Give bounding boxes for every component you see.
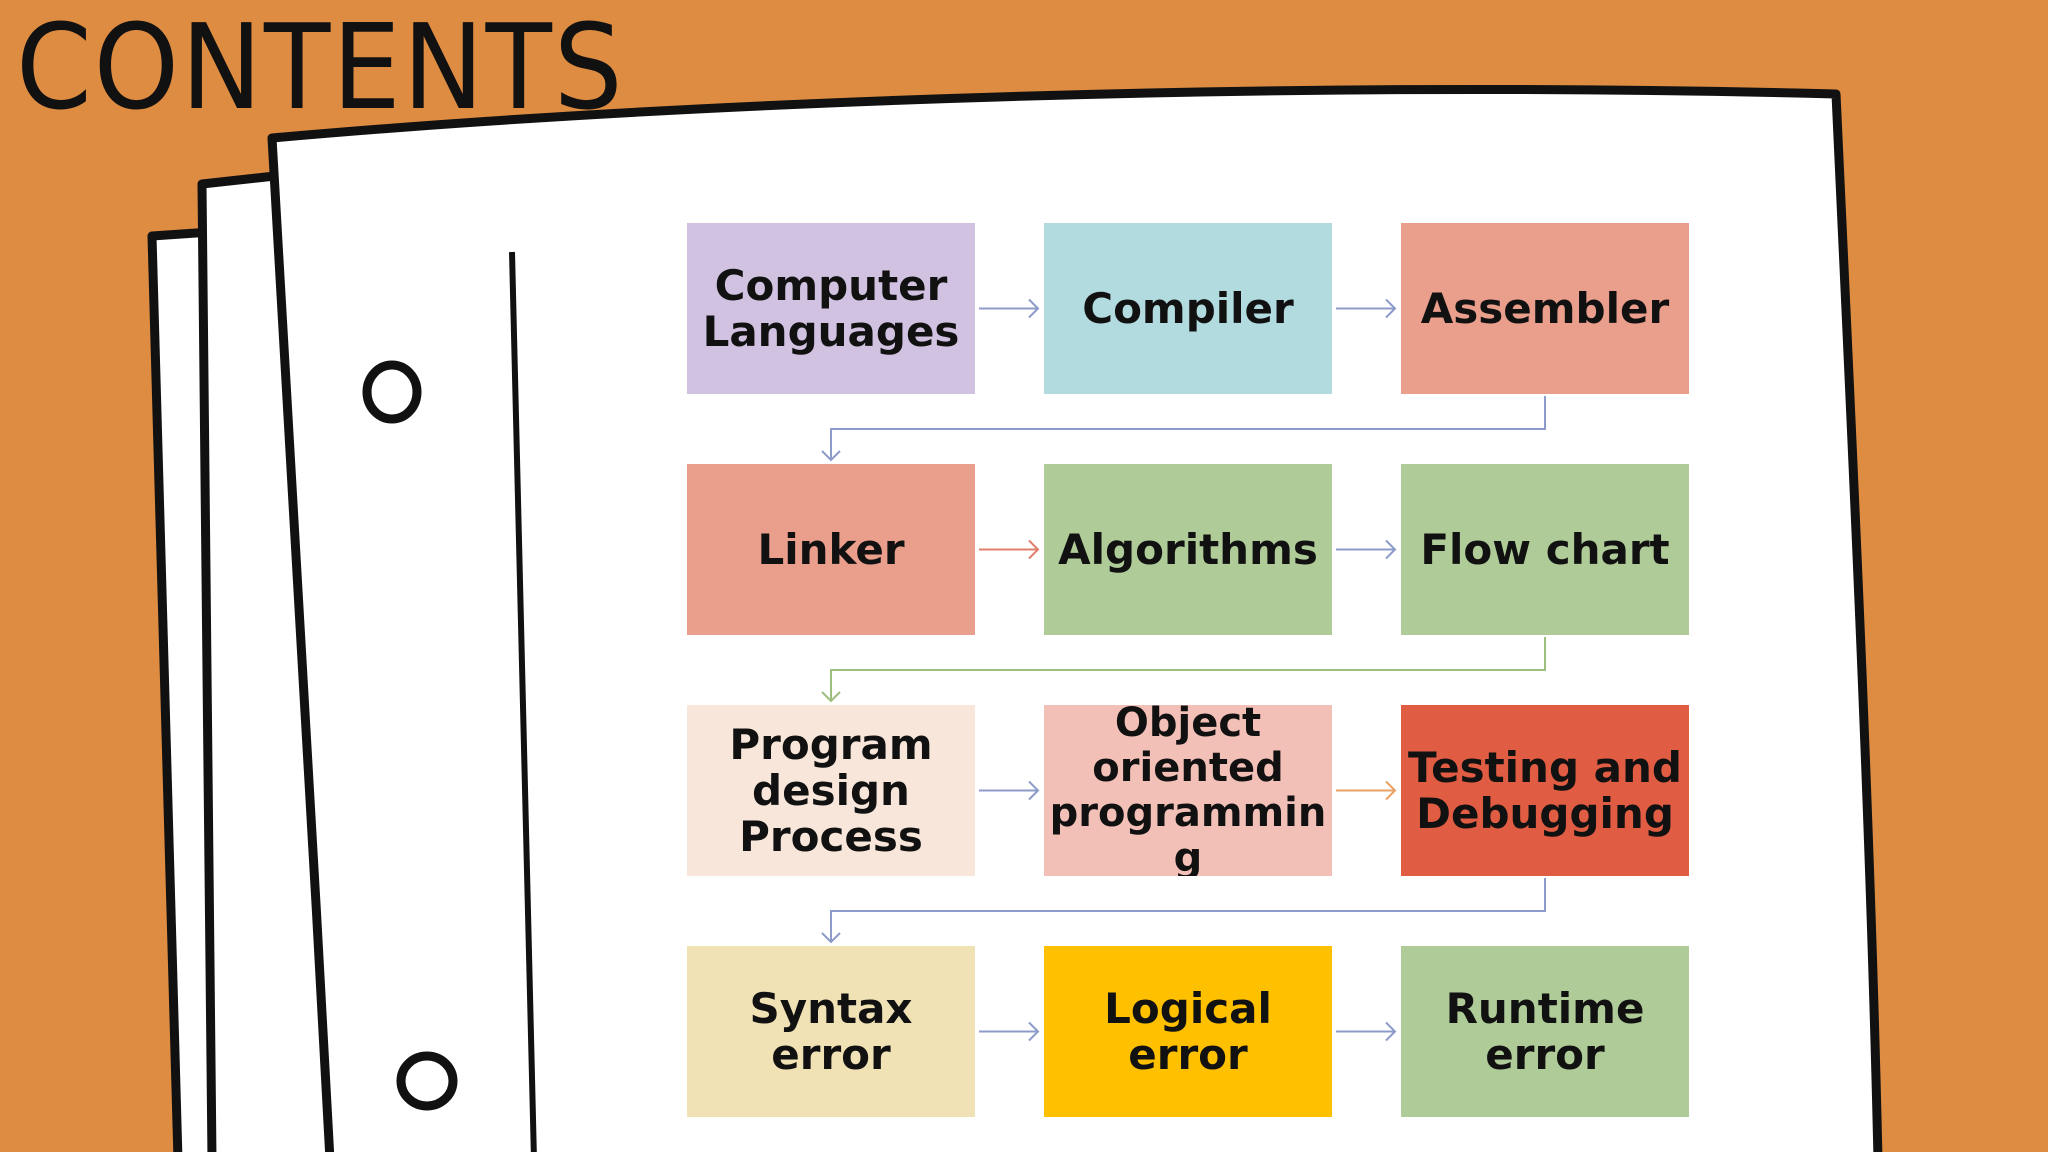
box-program-design-process: Program design Process — [687, 705, 975, 876]
box-label: Program design Process — [729, 719, 933, 861]
box-computer-languages: Computer Languages — [687, 223, 975, 394]
box-label: Algorithms — [1058, 524, 1318, 574]
box-assembler: Assembler — [1401, 223, 1689, 394]
page-title: CONTENTS — [16, 0, 625, 136]
binder-hole-bottom — [396, 1051, 458, 1111]
box-label: Compiler — [1082, 283, 1294, 333]
box-testing-and-debugging: Testing and Debugging — [1401, 705, 1689, 876]
box-object-oriented-programming: Object oriented programming — [1044, 705, 1332, 876]
box-compiler: Compiler — [1044, 223, 1332, 394]
box-label: Logical error — [1104, 983, 1272, 1079]
box-label: Syntax error — [749, 983, 913, 1079]
binder-hole-top — [362, 360, 422, 424]
box-flow-chart: Flow chart — [1401, 464, 1689, 635]
box-label: Testing and Debugging — [1408, 742, 1682, 838]
box-label: Runtime error — [1445, 983, 1645, 1079]
box-label: Flow chart — [1420, 524, 1670, 574]
box-algorithms: Algorithms — [1044, 464, 1332, 635]
box-runtime-error: Runtime error — [1401, 946, 1689, 1117]
box-linker: Linker — [687, 464, 975, 635]
box-syntax-error: Syntax error — [687, 946, 975, 1117]
box-label: Computer Languages — [702, 260, 960, 356]
box-logical-error: Logical error — [1044, 946, 1332, 1117]
box-label: Linker — [757, 524, 905, 574]
box-label: Assembler — [1420, 283, 1670, 333]
margin-line — [509, 251, 537, 1152]
box-label: Object oriented programming — [1049, 705, 1327, 876]
